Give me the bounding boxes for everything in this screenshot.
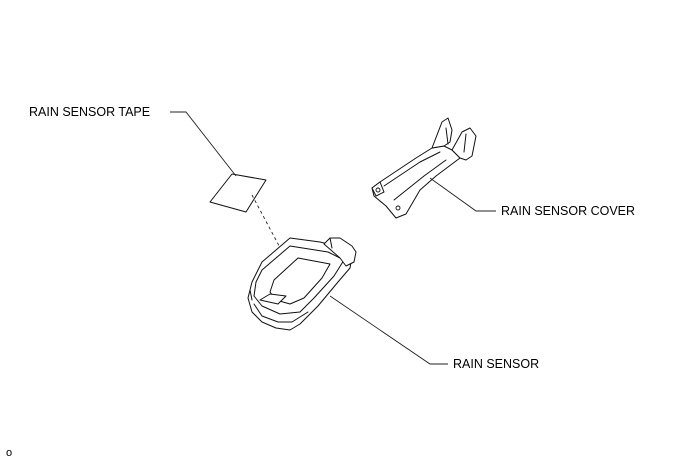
rain-sensor-shape [247,237,357,331]
label-rain-sensor: RAIN SENSOR [453,357,540,371]
label-rain-sensor-cover: RAIN SENSOR COVER [501,204,636,218]
rain-sensor-cover-shape [371,117,477,219]
leader-line-cover [429,177,496,212]
rain-sensor-tape-shape [209,173,267,213]
illustration-code: o [6,447,13,459]
leader-line-sensor [329,295,448,365]
label-rain-sensor-tape: RAIN SENSOR TAPE [29,105,151,119]
leader-line-tape [170,111,237,177]
